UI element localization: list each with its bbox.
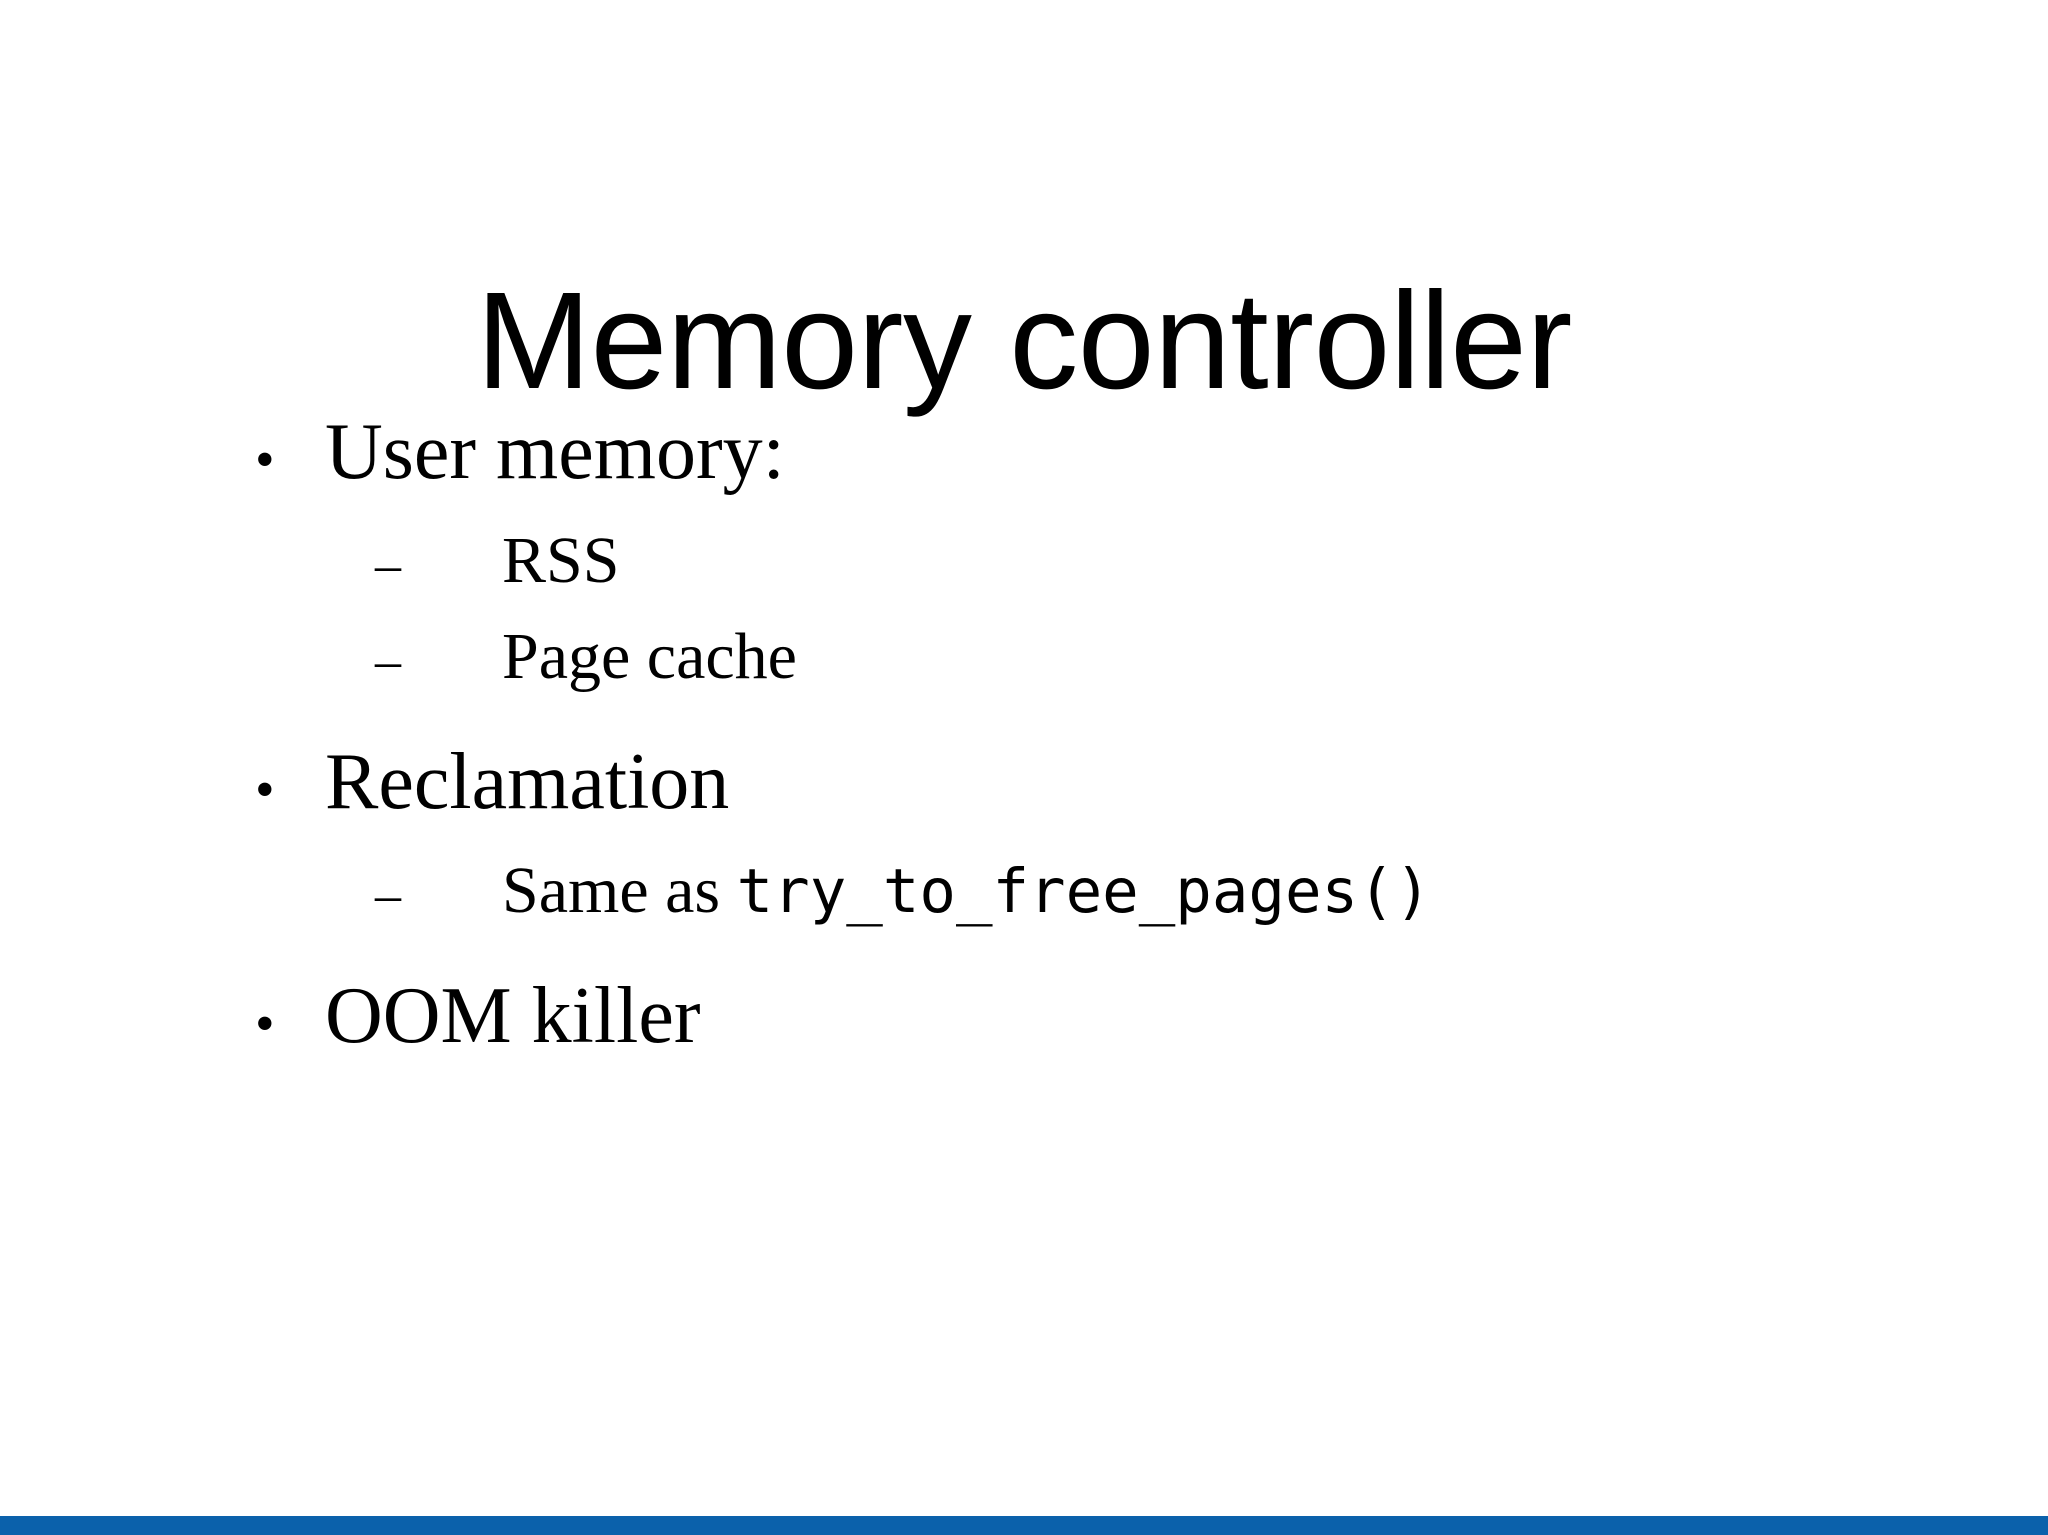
bullet-dash-icon: –	[375, 537, 401, 594]
outline-item-text: RSS	[502, 524, 620, 597]
footer-accent-bar	[0, 1516, 2048, 1535]
outline-item-level2[interactable]: – Page cache	[255, 624, 1955, 690]
bullet-dot-icon: •	[255, 429, 275, 491]
slide-title: Memory controller	[476, 264, 1572, 419]
outline-item-level1[interactable]: • OOM killer	[255, 976, 1955, 1056]
outline-item-text-prefix: Same as	[502, 854, 737, 927]
outline-item-text: User memory:	[325, 408, 785, 496]
outline-item-text: Same as try_to_free_pages()	[502, 858, 1955, 924]
outline-item-text: Page cache	[502, 620, 797, 693]
outline-item-level1[interactable]: • User memory:	[255, 412, 1955, 492]
outline-item-level2[interactable]: – RSS	[255, 528, 1955, 594]
slide-body-outline: • User memory: – RSS – Page cache • Recl…	[255, 412, 1955, 1092]
code-function-name: try_to_free_pages()	[736, 857, 1432, 927]
bullet-dot-icon: •	[255, 993, 275, 1055]
bullet-dash-icon: –	[375, 633, 401, 690]
outline-item-level2[interactable]: – Same as try_to_free_pages()	[255, 858, 1955, 924]
outline-item-text: OOM killer	[325, 972, 701, 1060]
outline-item-text: Reclamation	[325, 738, 730, 826]
outline-item-level1[interactable]: • Reclamation	[255, 742, 1955, 822]
bullet-dash-icon: –	[375, 867, 401, 924]
bullet-dot-icon: •	[255, 759, 275, 821]
